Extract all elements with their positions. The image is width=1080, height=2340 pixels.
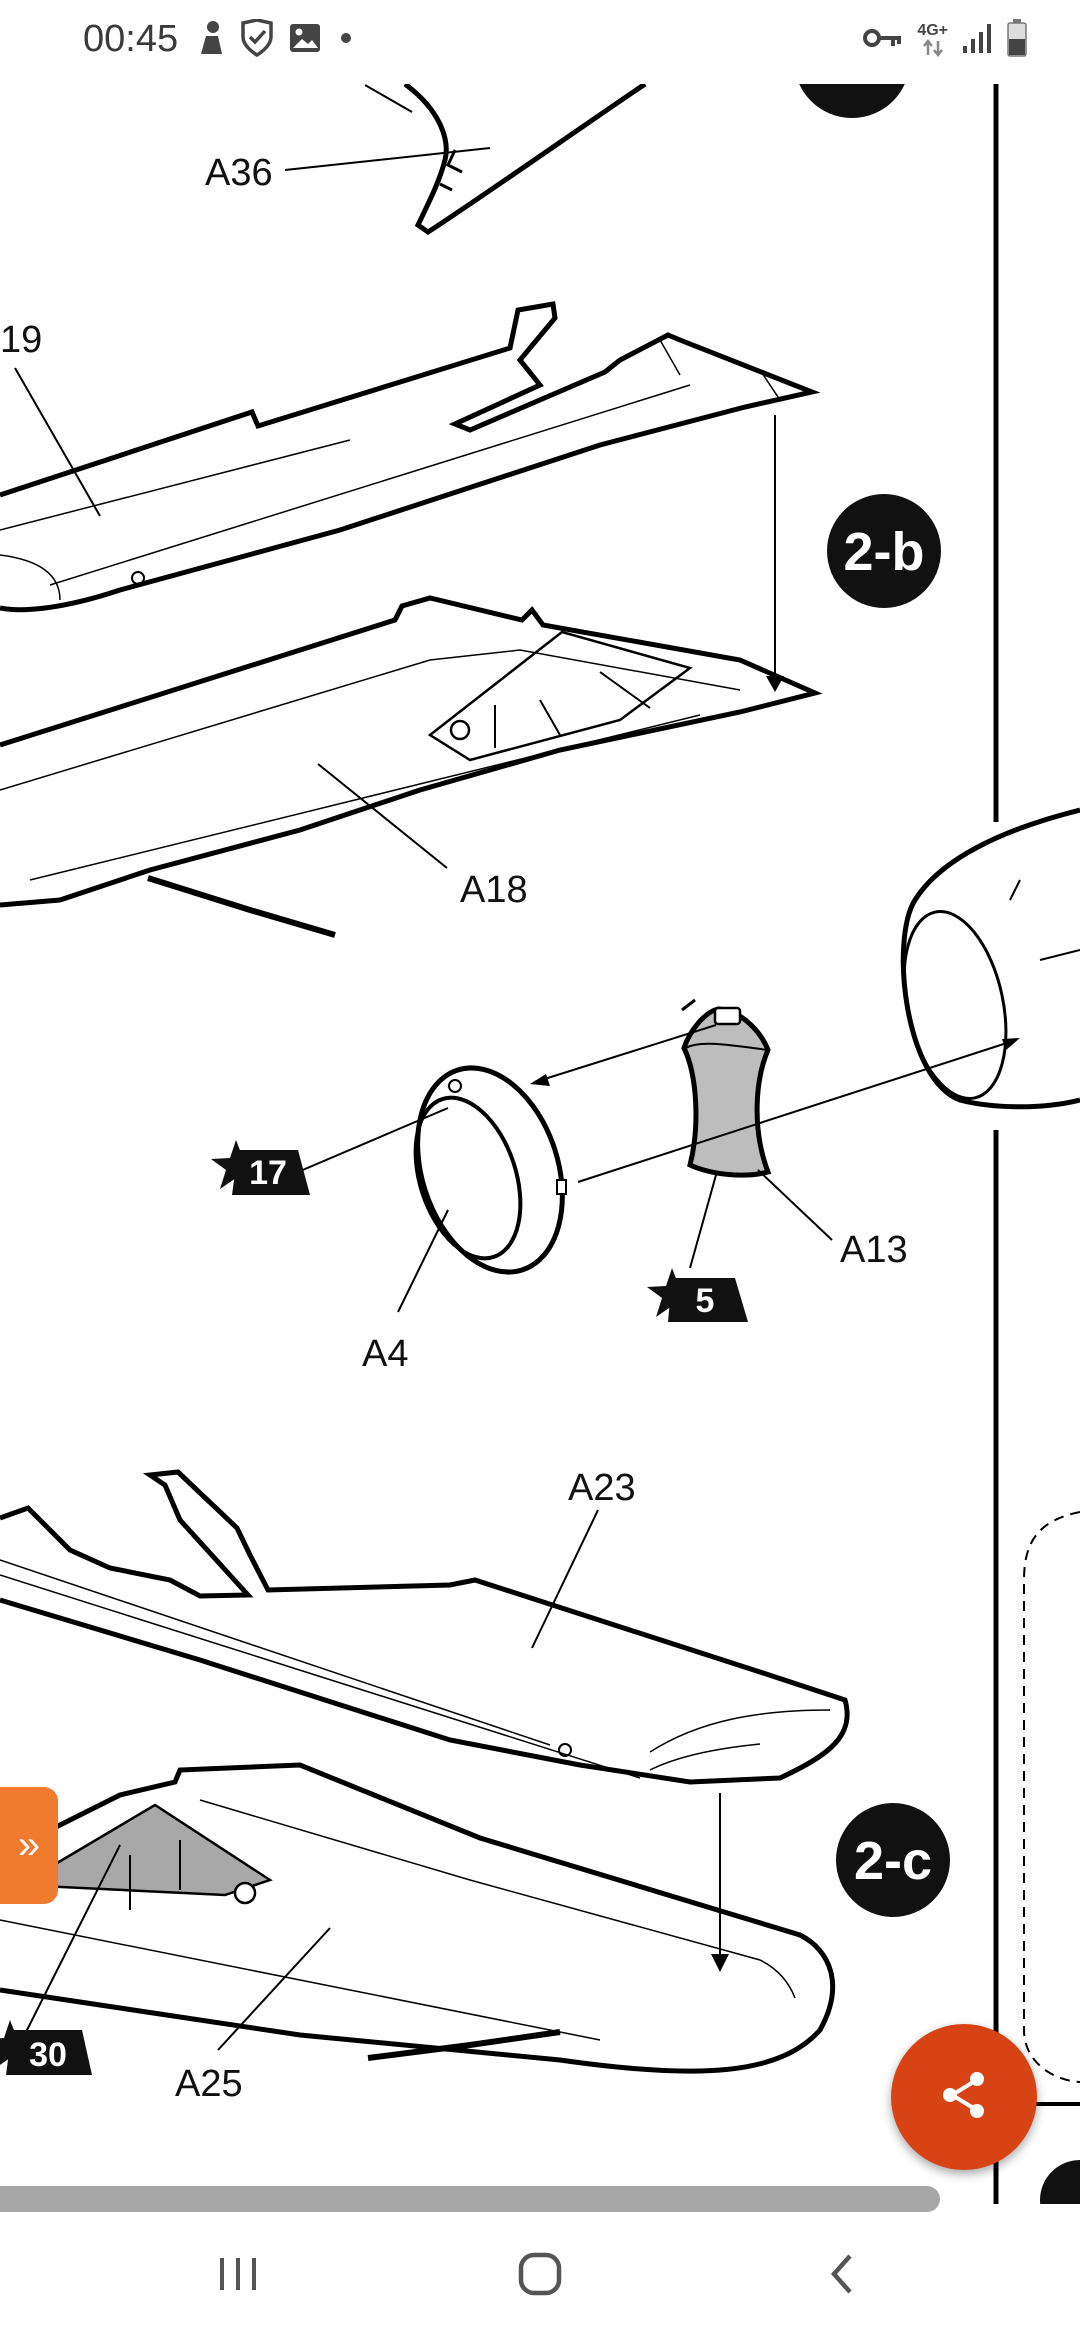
status-icons-right: 4G+ <box>863 18 1028 62</box>
status-icons-left <box>196 17 356 62</box>
signal-icon <box>962 22 992 59</box>
home-icon <box>516 2250 564 2303</box>
recent-apps-button[interactable] <box>188 2240 288 2312</box>
network-arrows-icon: 4G+ <box>917 23 948 57</box>
assembly-diagram: A36 19 A18 2-b A4 <box>0 2 1080 2240</box>
share-button[interactable] <box>891 2024 1037 2170</box>
key-icon <box>863 26 903 55</box>
step-2c-badge: 2-c <box>854 1831 932 1891</box>
instruction-sheet[interactable]: A36 19 A18 2-b A4 <box>0 2 1080 2240</box>
share-icon <box>937 2068 991 2127</box>
network-type: 4G+ <box>917 22 948 39</box>
person-icon <box>196 20 226 61</box>
label-a4: A4 <box>362 1333 408 1375</box>
label-19: 19 <box>0 319 42 361</box>
side-panel-toggle[interactable]: » <box>0 1787 58 1904</box>
dot-icon <box>336 28 356 53</box>
recent-apps-icon <box>216 2254 260 2299</box>
battery-icon <box>1006 18 1028 62</box>
back-icon <box>822 2250 862 2303</box>
label-a23: A23 <box>568 1467 636 1509</box>
status-time: 00:45 <box>83 18 179 60</box>
home-button[interactable] <box>490 2240 590 2312</box>
step-2b-badge: 2-b <box>844 522 925 582</box>
back-button[interactable] <box>792 2240 892 2312</box>
side-tab-label: » <box>17 1823 41 1867</box>
label-a13: A13 <box>840 1229 908 1271</box>
image-icon <box>288 21 322 60</box>
label-a36: A36 <box>205 152 273 194</box>
paint-ref-17: 17 <box>249 1154 287 1192</box>
label-a18: A18 <box>460 869 528 911</box>
shield-check-icon <box>240 17 274 62</box>
status-bar: 00:45 4G+ <box>0 0 1080 84</box>
label-a25: A25 <box>175 2063 243 2105</box>
horizontal-scrollbar[interactable] <box>0 2186 940 2212</box>
paint-ref-30: 30 <box>29 2036 67 2074</box>
paint-ref-5: 5 <box>696 1282 715 1320</box>
navigation-bar <box>0 2212 1080 2340</box>
